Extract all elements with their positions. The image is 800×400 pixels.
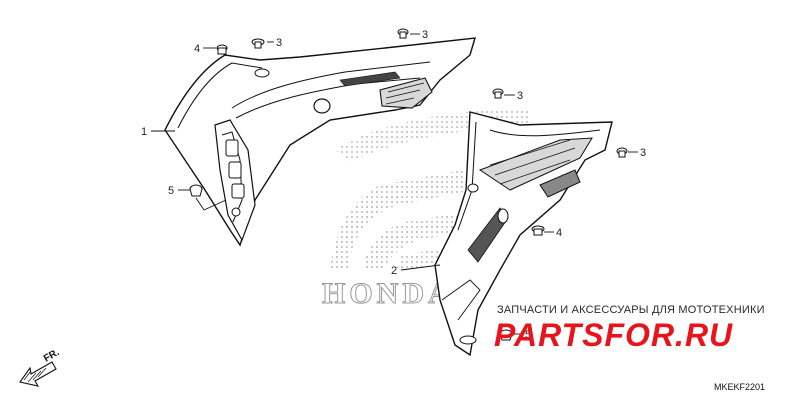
honda-brand-watermark: HONDA (322, 277, 454, 310)
bolt-3-top-left (251, 38, 265, 49)
callout-3-right-side: 3 (640, 147, 646, 159)
front-direction-label: FR. (42, 347, 62, 365)
callout-3-right-upper: 3 (517, 90, 523, 102)
callout-4-right: 4 (556, 227, 562, 239)
front-direction-arrow: FR. (19, 347, 62, 387)
callout-5-right: 5 (525, 329, 531, 341)
diagram-code: MKEKF2201 (714, 382, 766, 392)
callout-2: 2 (391, 265, 397, 277)
callout-3-top-left: 3 (276, 37, 282, 49)
callout-5-left: 5 (168, 185, 174, 197)
bolt-3-right-side (616, 147, 628, 158)
collar-4-right (531, 225, 545, 236)
shroud-left-part-1 (164, 37, 476, 247)
callout-1: 1 (141, 126, 147, 138)
collar-4-top (216, 44, 228, 55)
callout-3-top-right: 3 (422, 29, 428, 41)
callout-4-top: 4 (194, 43, 200, 55)
bolt-3-right-upper (492, 88, 504, 99)
grommet-5-right (499, 329, 513, 341)
leader-lines (151, 33, 638, 335)
grommet-5-left (189, 184, 203, 197)
bolt-3-top-right (397, 28, 409, 39)
shroud-right-part-2 (434, 111, 613, 357)
watermark-site: PARTSFOR.RU (494, 317, 734, 353)
watermark-subtitle: ЗАПЧАСТИ И АКСЕССУАРЫ ДЛЯ МОТОТЕХНИКИ (497, 304, 765, 316)
